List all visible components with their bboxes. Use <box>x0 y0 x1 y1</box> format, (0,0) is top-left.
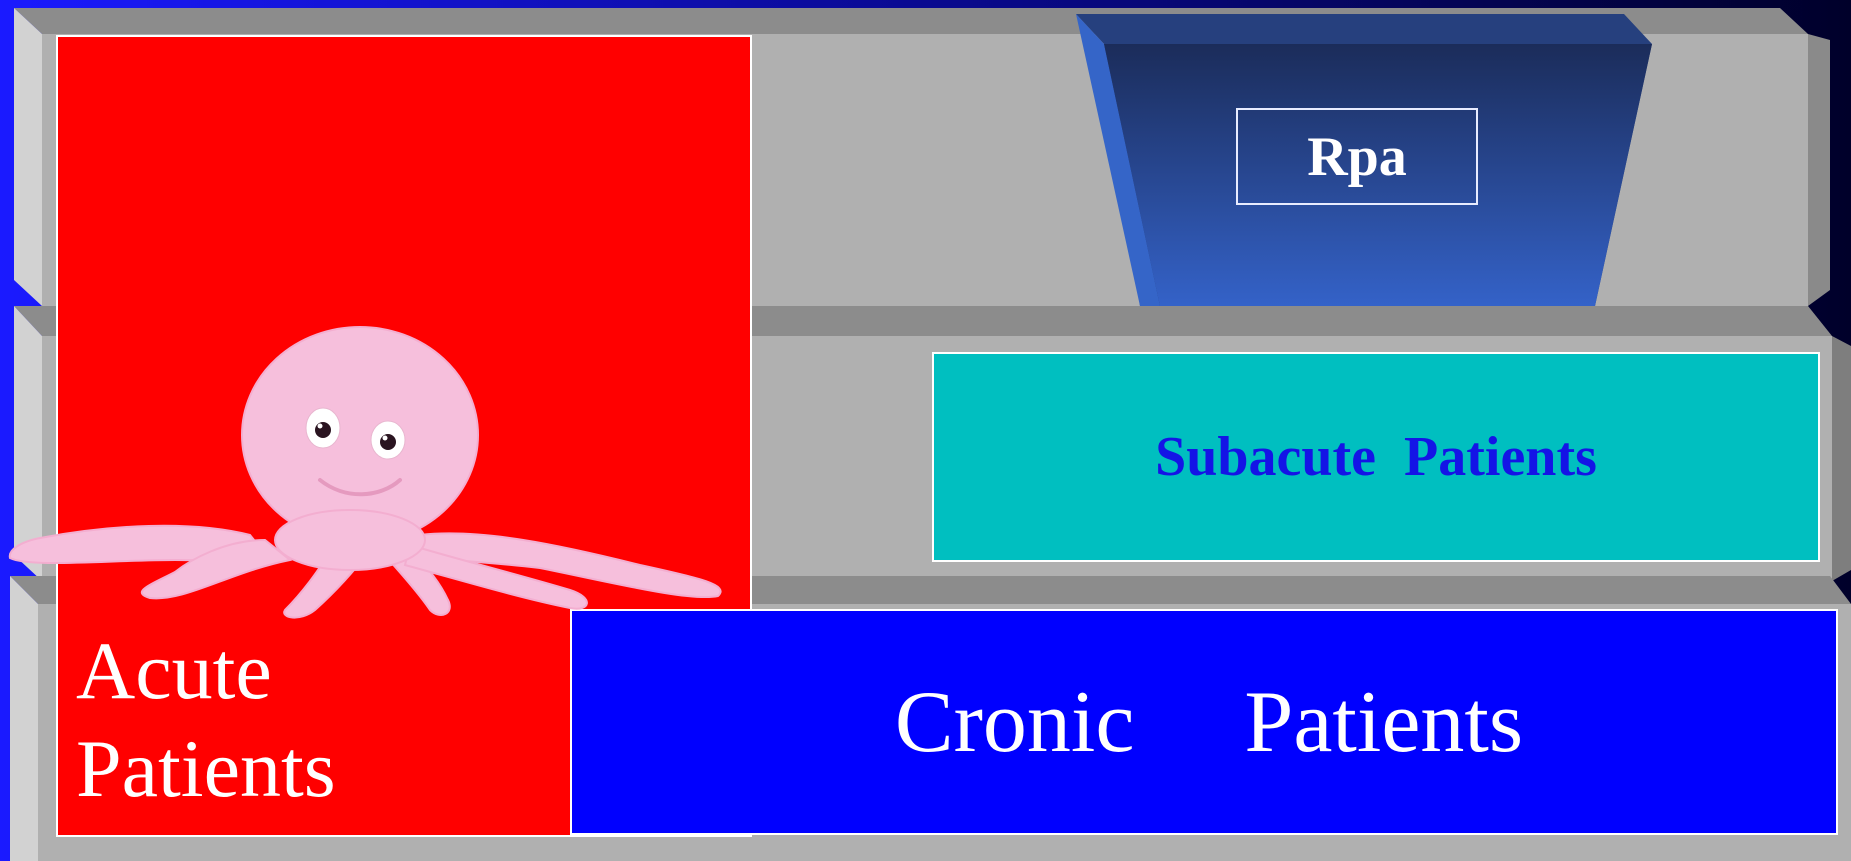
rpa-box: Rpa <box>1236 108 1478 205</box>
cronic-patients-box: Cronic Patients <box>570 609 1838 835</box>
subacute-patients-box: Subacute Patients <box>932 352 1820 562</box>
octopus-icon <box>8 326 722 619</box>
cronic-patients-label: Cronic Patients <box>894 673 1524 771</box>
rpa-label: Rpa <box>1307 125 1407 188</box>
acute-patients-label: Acute Patients <box>76 625 336 815</box>
subacute-patients-label: Subacute Patients <box>1155 426 1597 488</box>
